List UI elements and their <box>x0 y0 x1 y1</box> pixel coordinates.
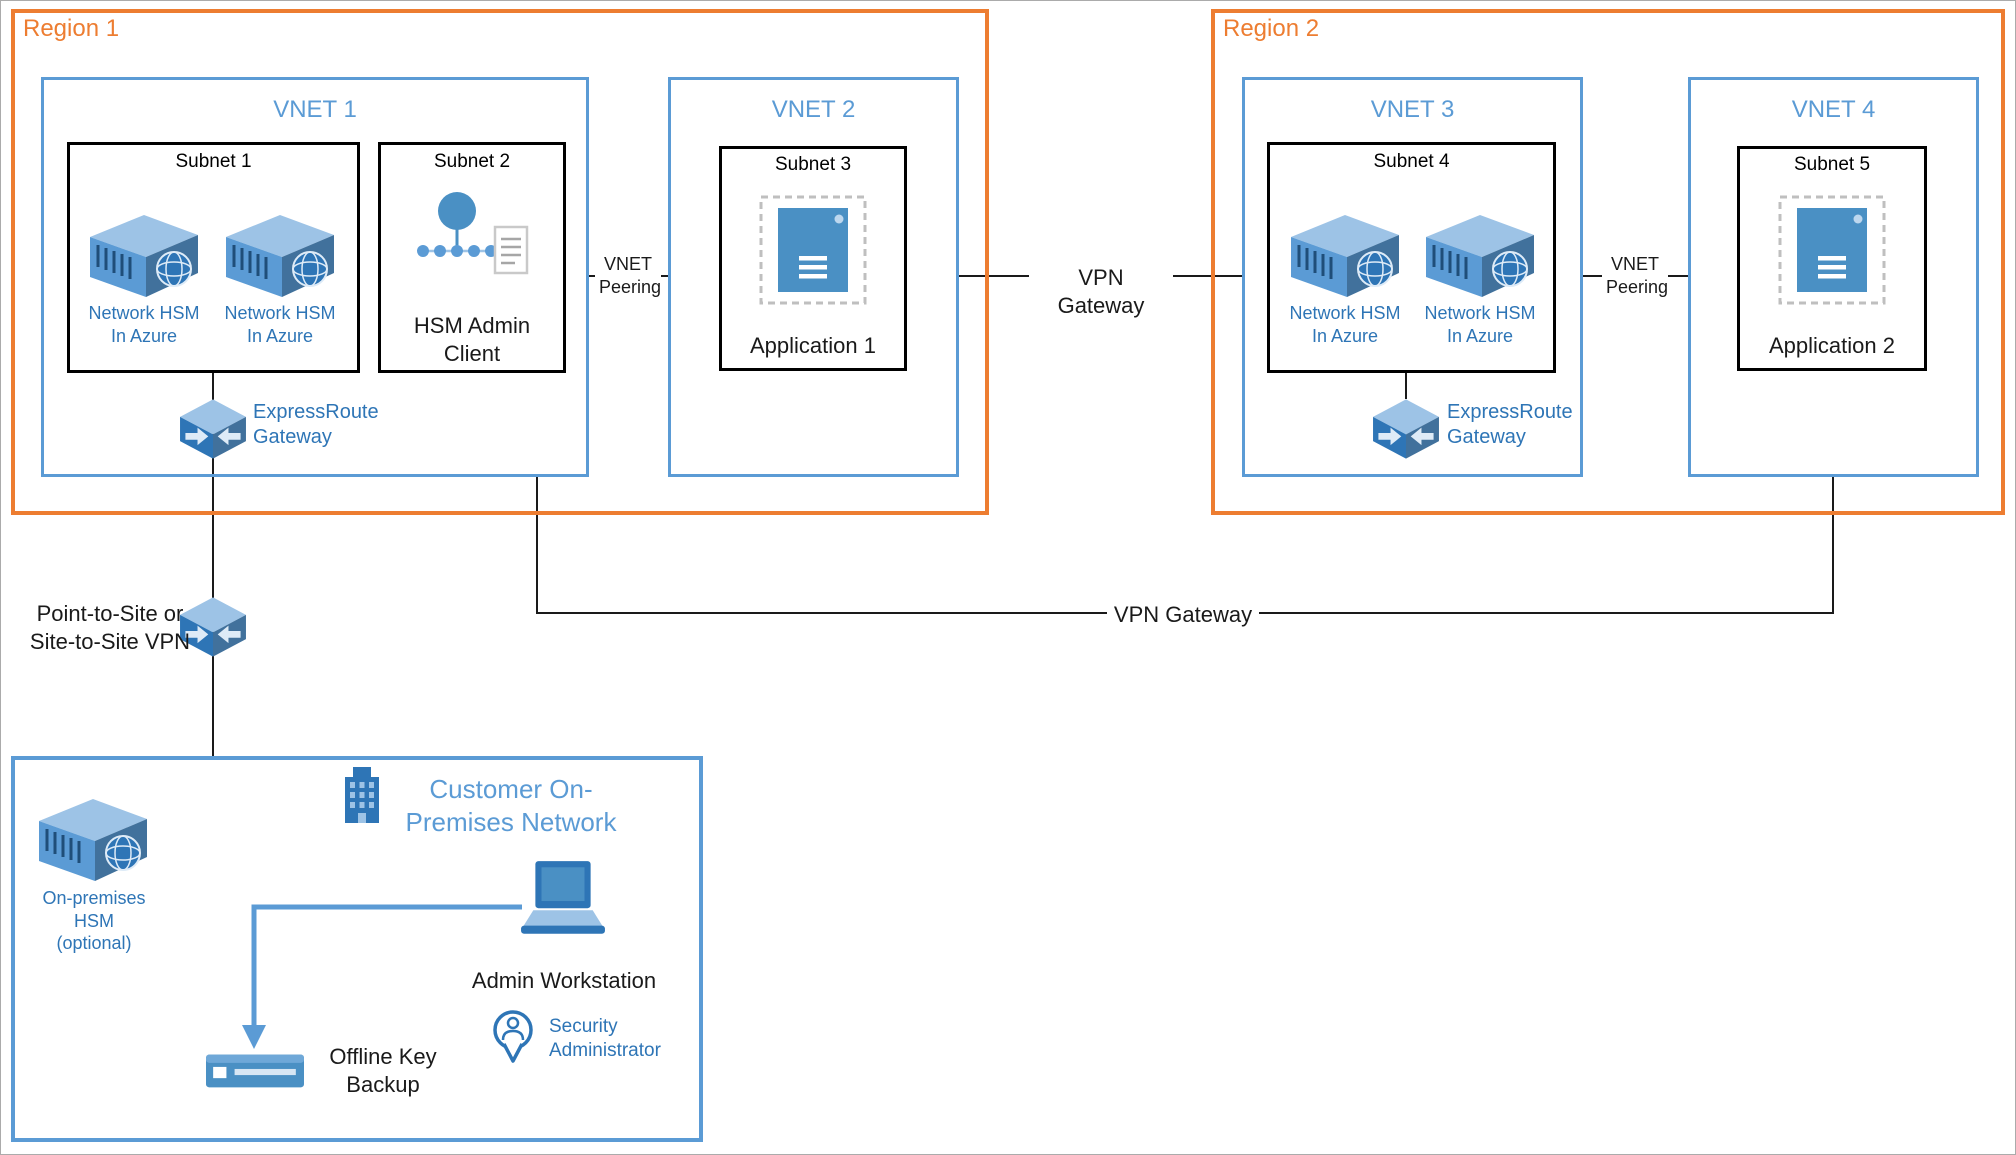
region1-box <box>11 9 989 515</box>
offline-key-backup-icon <box>206 1051 304 1091</box>
security-administrator-label: Security Administrator <box>549 1016 661 1061</box>
expressroute-gateway-icon <box>1369 398 1443 460</box>
vnet3-label: VNET 3 <box>1370 96 1455 123</box>
vnet4-box <box>1688 77 1979 477</box>
hsm-admin-client-icon <box>411 189 531 305</box>
subnet4-box <box>1267 142 1556 373</box>
vnet4-label: VNET 4 <box>1791 96 1876 123</box>
expressroute-gateway-label: ExpressRoute Gateway <box>253 401 379 448</box>
subnet2-label: Subnet 2 <box>433 151 511 172</box>
subnet5-box <box>1737 146 1927 371</box>
vnet1-box <box>41 77 589 477</box>
backup-arrow-line <box>251 904 522 1027</box>
subnet3-box <box>719 146 907 371</box>
onprem-hsm-label: On-premises HSM (optional) <box>42 888 146 953</box>
expressroute-gateway-label: ExpressRoute Gateway <box>1447 401 1573 448</box>
vpn-gateway-label: VPN Gateway <box>1107 599 1259 631</box>
subnet4-label: Subnet 4 <box>1373 151 1450 172</box>
admin-workstation-label: Admin Workstation <box>471 968 657 993</box>
application-icon <box>758 194 868 306</box>
onprem-network-title: Customer On- Premises Network <box>405 774 617 837</box>
vpn-gateway-label: VPN Gateway <box>1029 262 1173 321</box>
region2-label: Region 2 <box>1223 15 1320 42</box>
hsm-admin-client-label: HSM Admin Client <box>413 313 531 366</box>
subnet5-label: Subnet 5 <box>1793 154 1871 175</box>
network-hsm-label: Network HSM In Azure <box>224 303 336 346</box>
vnet3-box <box>1242 77 1583 477</box>
subnet1-label: Subnet 1 <box>175 151 252 172</box>
vnet1-label: VNET 1 <box>273 96 357 123</box>
application1-label: Application 1 <box>750 333 876 358</box>
network-hsm-label: Network HSM In Azure <box>1424 303 1536 346</box>
network-hsm-label: Network HSM In Azure <box>1289 303 1401 346</box>
region2-box <box>1211 9 2005 515</box>
vnet2-label: VNET 2 <box>771 96 856 123</box>
network-hsm-icon <box>220 207 340 299</box>
subnet1-box <box>67 142 360 373</box>
vnet-peering-label: VNET Peering <box>595 251 661 300</box>
security-administrator-icon <box>491 1009 535 1067</box>
backup-arrow-head <box>242 1025 266 1049</box>
vnet2-box <box>668 77 959 477</box>
network-hsm-label: Network HSM In Azure <box>88 303 200 346</box>
expressroute-gateway-icon <box>176 398 250 460</box>
point-to-site-vpn-label: Point-to-Site or Site-to-Site VPN <box>29 601 191 654</box>
onprem-hsm-icon <box>33 791 153 883</box>
building-icon <box>341 767 383 823</box>
region1-label: Region 1 <box>23 15 120 42</box>
vnet-peering-label: VNET Peering <box>1602 251 1668 300</box>
onprem-network-box <box>11 756 703 1142</box>
application-icon <box>1777 194 1887 306</box>
network-hsm-icon <box>84 207 204 299</box>
application2-label: Application 2 <box>1769 333 1895 358</box>
admin-workstation-icon <box>519 861 607 937</box>
network-hsm-icon <box>1285 207 1405 299</box>
subnet3-label: Subnet 3 <box>774 154 852 175</box>
network-hsm-icon <box>1420 207 1540 299</box>
offline-key-backup-label: Offline Key Backup <box>329 1044 437 1097</box>
subnet2-box <box>378 142 566 373</box>
